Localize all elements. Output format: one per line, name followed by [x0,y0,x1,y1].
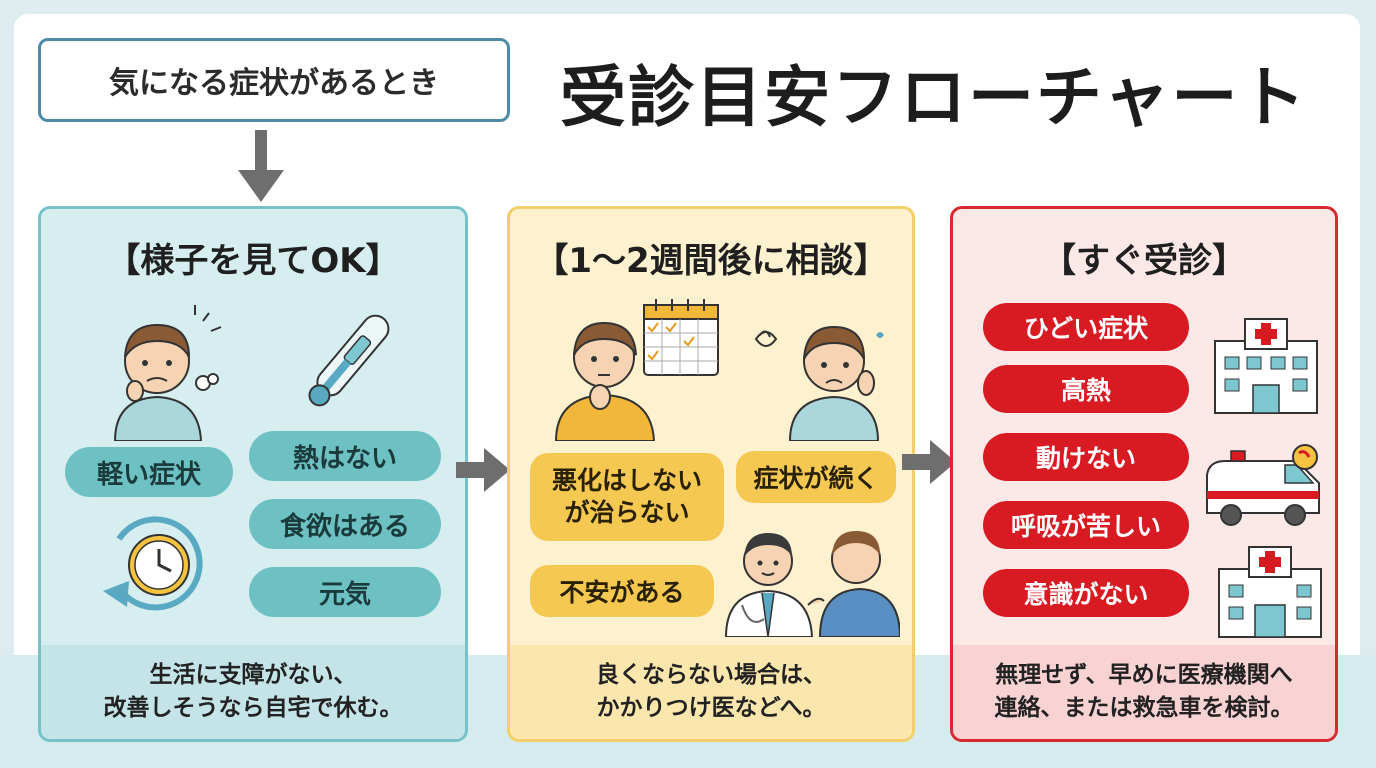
panel-urgent: 【すぐ受診】 ひどい症状 高熱 動けない 呼吸が苦しい 意識がない [950,206,1338,742]
pill-energetic: 元気 [249,567,441,617]
right-arrow-icon [456,448,510,492]
footer-line-2: 連絡、または救急車を検討。 [994,695,1294,721]
panel-watch-footer: 生活に支障がない、 改善しそうなら自宅で休む。 [41,645,465,739]
down-arrow-icon [238,130,284,202]
pill-anxious: 不安がある [530,565,714,617]
clock-cycle-icon [99,509,211,619]
panel-urgent-footer: 無理せず、早めに医療機関へ 連絡、または救急車を検討。 [953,645,1335,739]
pill-line-1: 悪化はしない [551,465,702,495]
pill-not-worse-not-better: 悪化はしない が治らない [530,453,724,541]
pill-unconscious: 意識がない [983,569,1189,617]
footer-line-1: 無理せず、早めに医療機関へ [995,661,1293,688]
pill-mild-symptoms: 軽い症状 [65,447,233,497]
panel-consult-footer: 良くならない場合は、 かかりつけ医などへ。 [510,645,912,739]
ambulance-icon [1201,441,1329,531]
person-thinking-icon [550,301,660,441]
footer-line-1: 生活に支障がない、 [149,661,357,688]
pill-line-2: が治らない [564,498,690,527]
panel-urgent-heading: 【すぐ受診】 [1042,241,1246,281]
pill-hard-to-breathe: 呼吸が苦しい [983,501,1189,549]
hospital-icon [1211,313,1321,415]
pill-severe-symptoms: ひどい症状 [983,303,1189,351]
footer-line-2: かかりつけ医などへ。 [596,695,826,721]
pill-has-appetite: 食欲はある [249,499,441,549]
footer-line-1: 良くならない場合は、 [596,661,826,688]
footer-line-2: 改善しそうなら自宅で休む。 [103,695,403,721]
doctor-patient-icon [724,509,900,637]
panel-consult: 【1〜2週間後に相談】 [507,206,915,742]
pill-symptoms-continue: 症状が続く [736,451,896,503]
panel-watch-heading: 【様子を見てOK】 [106,241,400,281]
pill-cannot-move: 動けない [983,433,1189,481]
person-worried-icon [754,305,890,441]
calendar-icon [640,297,722,379]
panel-consult-heading: 【1〜2週間後に相談】 [534,241,888,281]
start-box: 気になる症状があるとき [38,38,510,122]
person-unwell-icon [95,301,225,441]
hospital-icon [1215,543,1325,639]
pill-no-fever: 熱はない [249,431,441,481]
page-title: 受診目安フローチャート [560,59,1308,136]
pill-high-fever: 高熱 [983,365,1189,413]
panel-watch: 【様子を見てOK】 軽い症状 熱はない 食欲はある 元気 [38,206,468,742]
right-arrow-icon [902,440,956,484]
thermometer-icon [287,301,407,421]
